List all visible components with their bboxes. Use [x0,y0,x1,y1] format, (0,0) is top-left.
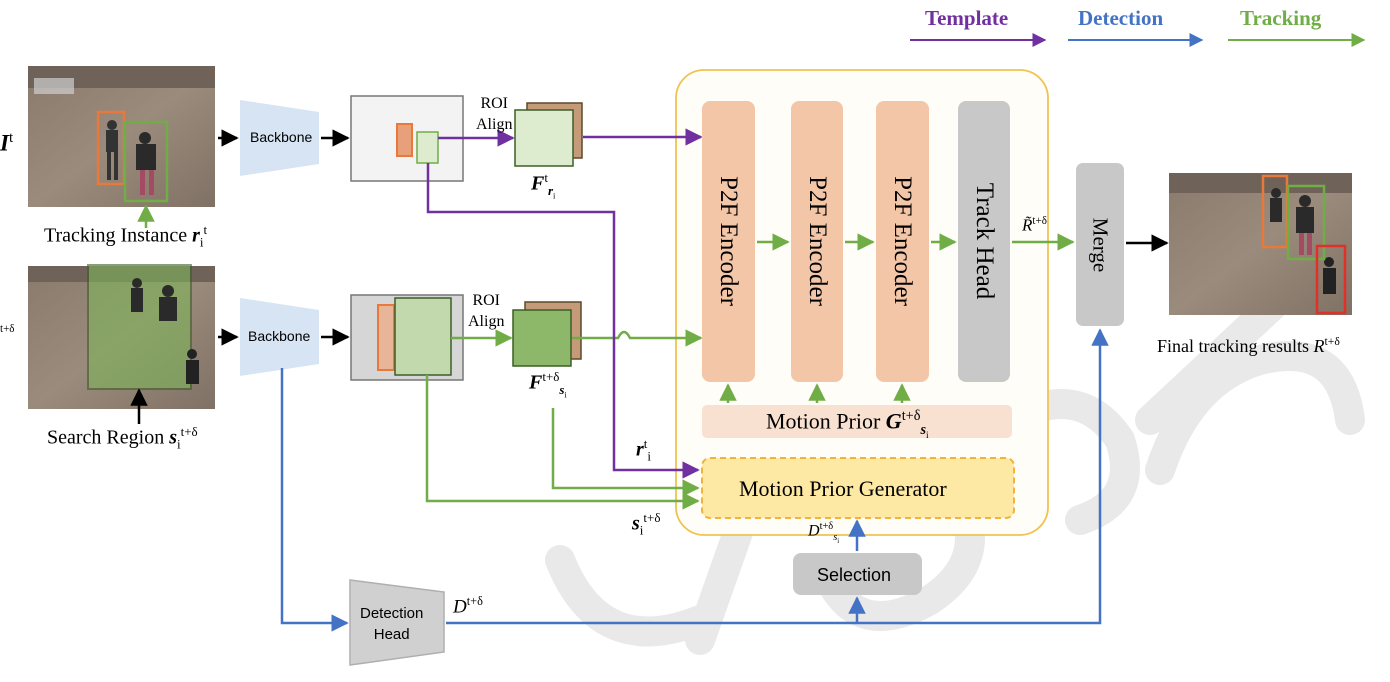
legend-template: Template [925,6,1009,30]
merge-label: Merge [1088,217,1113,273]
feature-map-bottom [350,294,464,381]
selection-block [793,553,922,595]
pedestrian-2 [136,132,156,195]
pedestrian-4 [159,285,177,321]
encoder-3-label: P2F Encoder [889,176,916,306]
backbone-top-label: Backbone [250,129,313,145]
search-region-label: Search Region sit+δ [47,424,198,452]
encoder-2 [791,101,843,382]
f-s-label: Ft+δsi [529,369,567,400]
result-green-box [1286,184,1326,261]
arrow-r-generator [426,163,700,479]
arrow-fs-generator [551,408,700,497]
s-symbol-label: sit+δ [632,510,661,538]
backbone-bottom [240,298,319,376]
backbone-top [240,100,319,176]
green-box [123,120,169,203]
frame-t-label: It [0,130,14,156]
encoder-3 [876,101,929,382]
encoder-2-label: P2F Encoder [804,176,831,306]
r-tilde-label: R̃t+δ [1022,215,1047,235]
track-head-label: Track Head [971,182,998,300]
selection-label: Selection [817,565,892,585]
motion-prior-label: Motion Prior Gt+δsi [766,408,929,441]
roi-feature-s [512,301,582,367]
f-r-label: Ftri [531,170,556,201]
arrow-s-generator [425,375,700,510]
motion-prior-bar [702,405,1012,438]
track-head-block [958,101,1010,382]
pedestrian-1 [106,120,118,180]
roi-feature-r [514,102,583,167]
legend-detection: Detection [1078,6,1164,30]
d-t-label: Dt+δ [453,594,483,618]
legend-tracking: Tracking [1240,6,1322,30]
r-symbol-label: rti [636,436,652,464]
tracking-instance-label: Tracking Instance rit [44,222,208,250]
result-red-box [1315,244,1347,315]
motion-prior-generator-label: Motion Prior Generator [739,476,947,501]
pedestrian-3 [131,278,143,312]
arrow-fs-encoder [572,329,703,347]
frame-t-image [28,66,215,207]
motion-prior-generator-box [701,457,1015,519]
encoder-1 [702,101,755,382]
frame-t-delta-label: t+δ [0,323,15,335]
pedestrian-5 [186,349,199,384]
merge-block [1076,163,1124,326]
arrow-backbone-detection [280,368,349,632]
frame-t-delta-image [28,264,215,409]
encoder-1-label: P2F Encoder [715,176,742,306]
arrow-detection-merge [446,328,1109,625]
final-results-label: Final tracking results Rt+δ [1157,335,1340,356]
final-result-image [1169,173,1352,315]
backbone-bottom-label: Backbone [248,328,311,344]
d-s-label: Dt+δsi [808,521,840,545]
detection-head-block [349,579,445,666]
